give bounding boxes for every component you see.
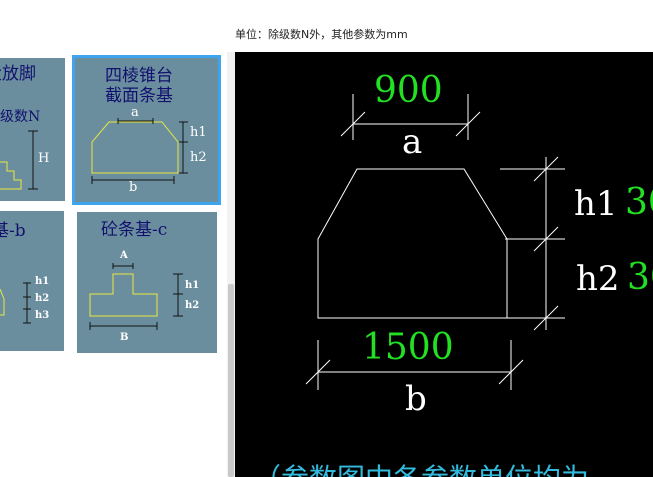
a-dimension-value[interactable]: 900 [374,70,443,111]
tile-strip-footing-b-title: 基-b [0,221,26,241]
tile-strip-c-h1-label: h1 [185,280,200,291]
tile-brick-footing[interactable]: 大放脚 级数N H [0,58,65,201]
tile-strip-footing-b-diagram [0,282,31,324]
tile-strip-b-h2-label: h2 [35,293,50,304]
tile-trapezoid-title-line1: 四棱锥台 [105,66,173,86]
tile-strip-c-B-label: B [120,332,129,343]
gallery-scrollbar-track[interactable] [227,52,235,477]
tile-trapezoid-strip-footing-diagram [91,118,188,184]
tile-concrete-strip-c-diagram [89,263,183,330]
tile-trapezoid-b-label: b [129,180,138,195]
tile-concrete-strip-c-title: 砼条基-c [101,220,168,240]
tile-trapezoid-a-label: a [131,105,139,120]
tile-trapezoid-strip-footing[interactable]: 四棱锥台 截面条基 a h1 h2 b [72,55,221,205]
trapezoid-section-drawing [305,94,565,390]
h2-dimension-value[interactable]: 30 [627,257,653,298]
units-text: 除级数N外，其他参数为mm [268,28,408,41]
b-dimension-label: b [405,379,427,419]
tile-brick-footing-h-label: H [38,151,50,166]
h1-dimension-label: h1 [574,184,618,224]
tile-brick-footing-n-label: 级数N [0,109,41,125]
tile-strip-footing-b[interactable]: 基-b h1 h2 h3 [0,211,64,351]
tile-strip-b-h1-label: h1 [35,276,50,287]
tile-strip-c-A-label: A [120,250,128,261]
parameter-diagram-canvas: 900 a h1 30 h2 30 1500 b （参数图中各参数单位均为 [235,52,653,477]
section-type-gallery: 大放脚 级数N H 四棱锥台 截面条基 a h1 h2 b [0,52,235,477]
h2-dimension-label: h2 [576,259,620,299]
tile-trapezoid-title-line2: 截面条基 [105,86,173,106]
b-dimension-value[interactable]: 1500 [362,327,454,368]
gallery-scrollbar-thumb[interactable] [228,284,234,477]
parameter-units-note: （参数图中各参数单位均为 [253,457,589,477]
h1-dimension-value[interactable]: 30 [625,182,653,223]
tile-brick-footing-diagram [0,130,38,190]
tile-strip-b-h3-label: h3 [35,310,50,321]
tile-trapezoid-h2-label: h2 [190,150,207,165]
units-note: 单位：除级数N外，其他参数为mm [235,26,408,42]
a-dimension-label: a [402,122,423,162]
tile-concrete-strip-footing-c[interactable]: 砼条基-c A h1 h2 B [77,212,217,353]
tile-strip-c-h2-label: h2 [185,300,200,311]
tile-trapezoid-h1-label: h1 [190,125,207,140]
units-label: 单位： [235,28,268,41]
tile-brick-footing-title: 大放脚 [0,64,36,84]
